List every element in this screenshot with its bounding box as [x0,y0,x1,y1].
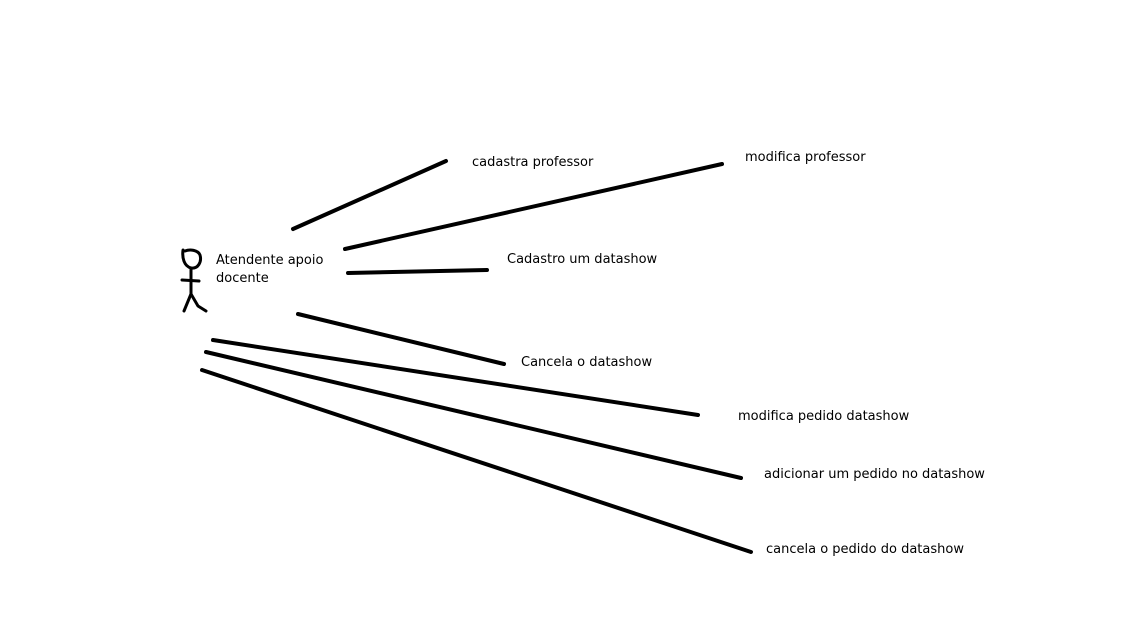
use-case-modifica-pedido: modifica pedido datashow [738,409,910,424]
association-line-modifica-pedido [211,338,700,417]
association-line-cadastra-professor [291,159,448,231]
association-line-cadastro-datashow [346,268,489,275]
association-line-adicionar-pedido [204,350,743,480]
actor-left-leg [182,292,193,313]
actor-arms [180,278,201,283]
use-case-adicionar-pedido: adicionar um pedido no datashow [764,467,985,482]
actor-right-leg [189,292,208,313]
association-line-modifica-professor [343,162,724,251]
actor-label: Atendente apoio docente [216,253,324,286]
actor-head [181,248,202,270]
association-line-cancela-datashow [296,312,506,366]
use-case-cadastro-datashow: Cadastro um datashow [507,252,658,267]
use-case-cadastra-professor: cadastra professor [472,155,594,170]
use-case-modifica-professor: modifica professor [745,150,866,165]
use-case-cancela-datashow: Cancela o datashow [521,355,653,370]
association-line-cancela-pedido [200,368,753,554]
actor-stick-figure-icon [180,248,208,313]
use-case-cancela-pedido: cancela o pedido do datashow [766,542,964,557]
